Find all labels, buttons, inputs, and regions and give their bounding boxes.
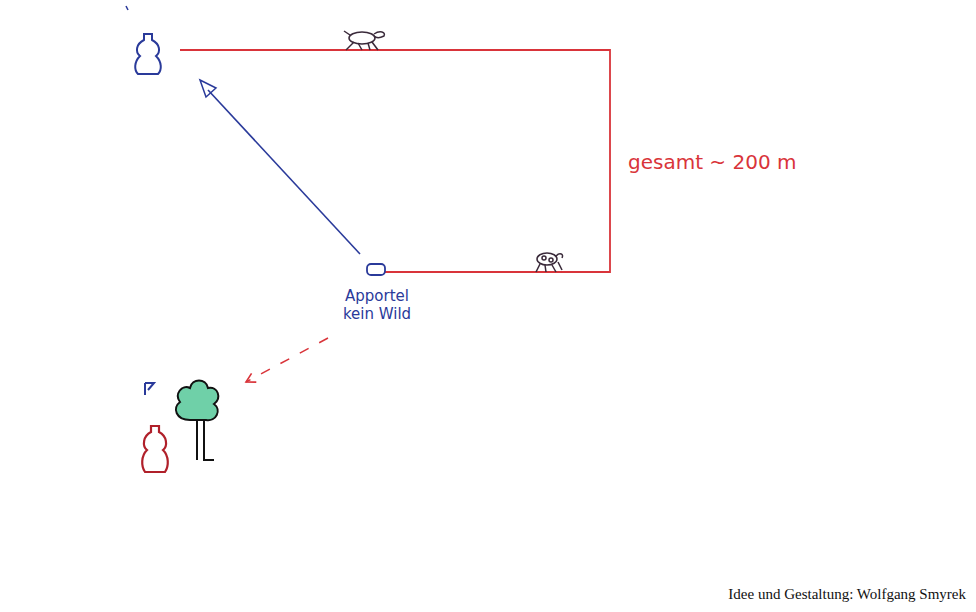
object-note: Apportel kein Wild — [336, 287, 418, 323]
return-arrow — [208, 90, 360, 254]
arrow-head — [200, 80, 216, 97]
game-animal — [344, 31, 384, 50]
track-line — [180, 50, 610, 272]
game-animal — [536, 253, 563, 272]
credit-line: Idee und Gestaltung: Wolfgang Smyrek — [728, 586, 966, 603]
flag — [145, 383, 154, 395]
handler-figure — [142, 426, 168, 472]
distance-note: gesamt ~ 200 m — [628, 150, 797, 174]
start-arrow — [246, 338, 328, 382]
tree — [176, 381, 218, 461]
dummy-object — [367, 264, 385, 275]
person-figure — [135, 34, 161, 74]
